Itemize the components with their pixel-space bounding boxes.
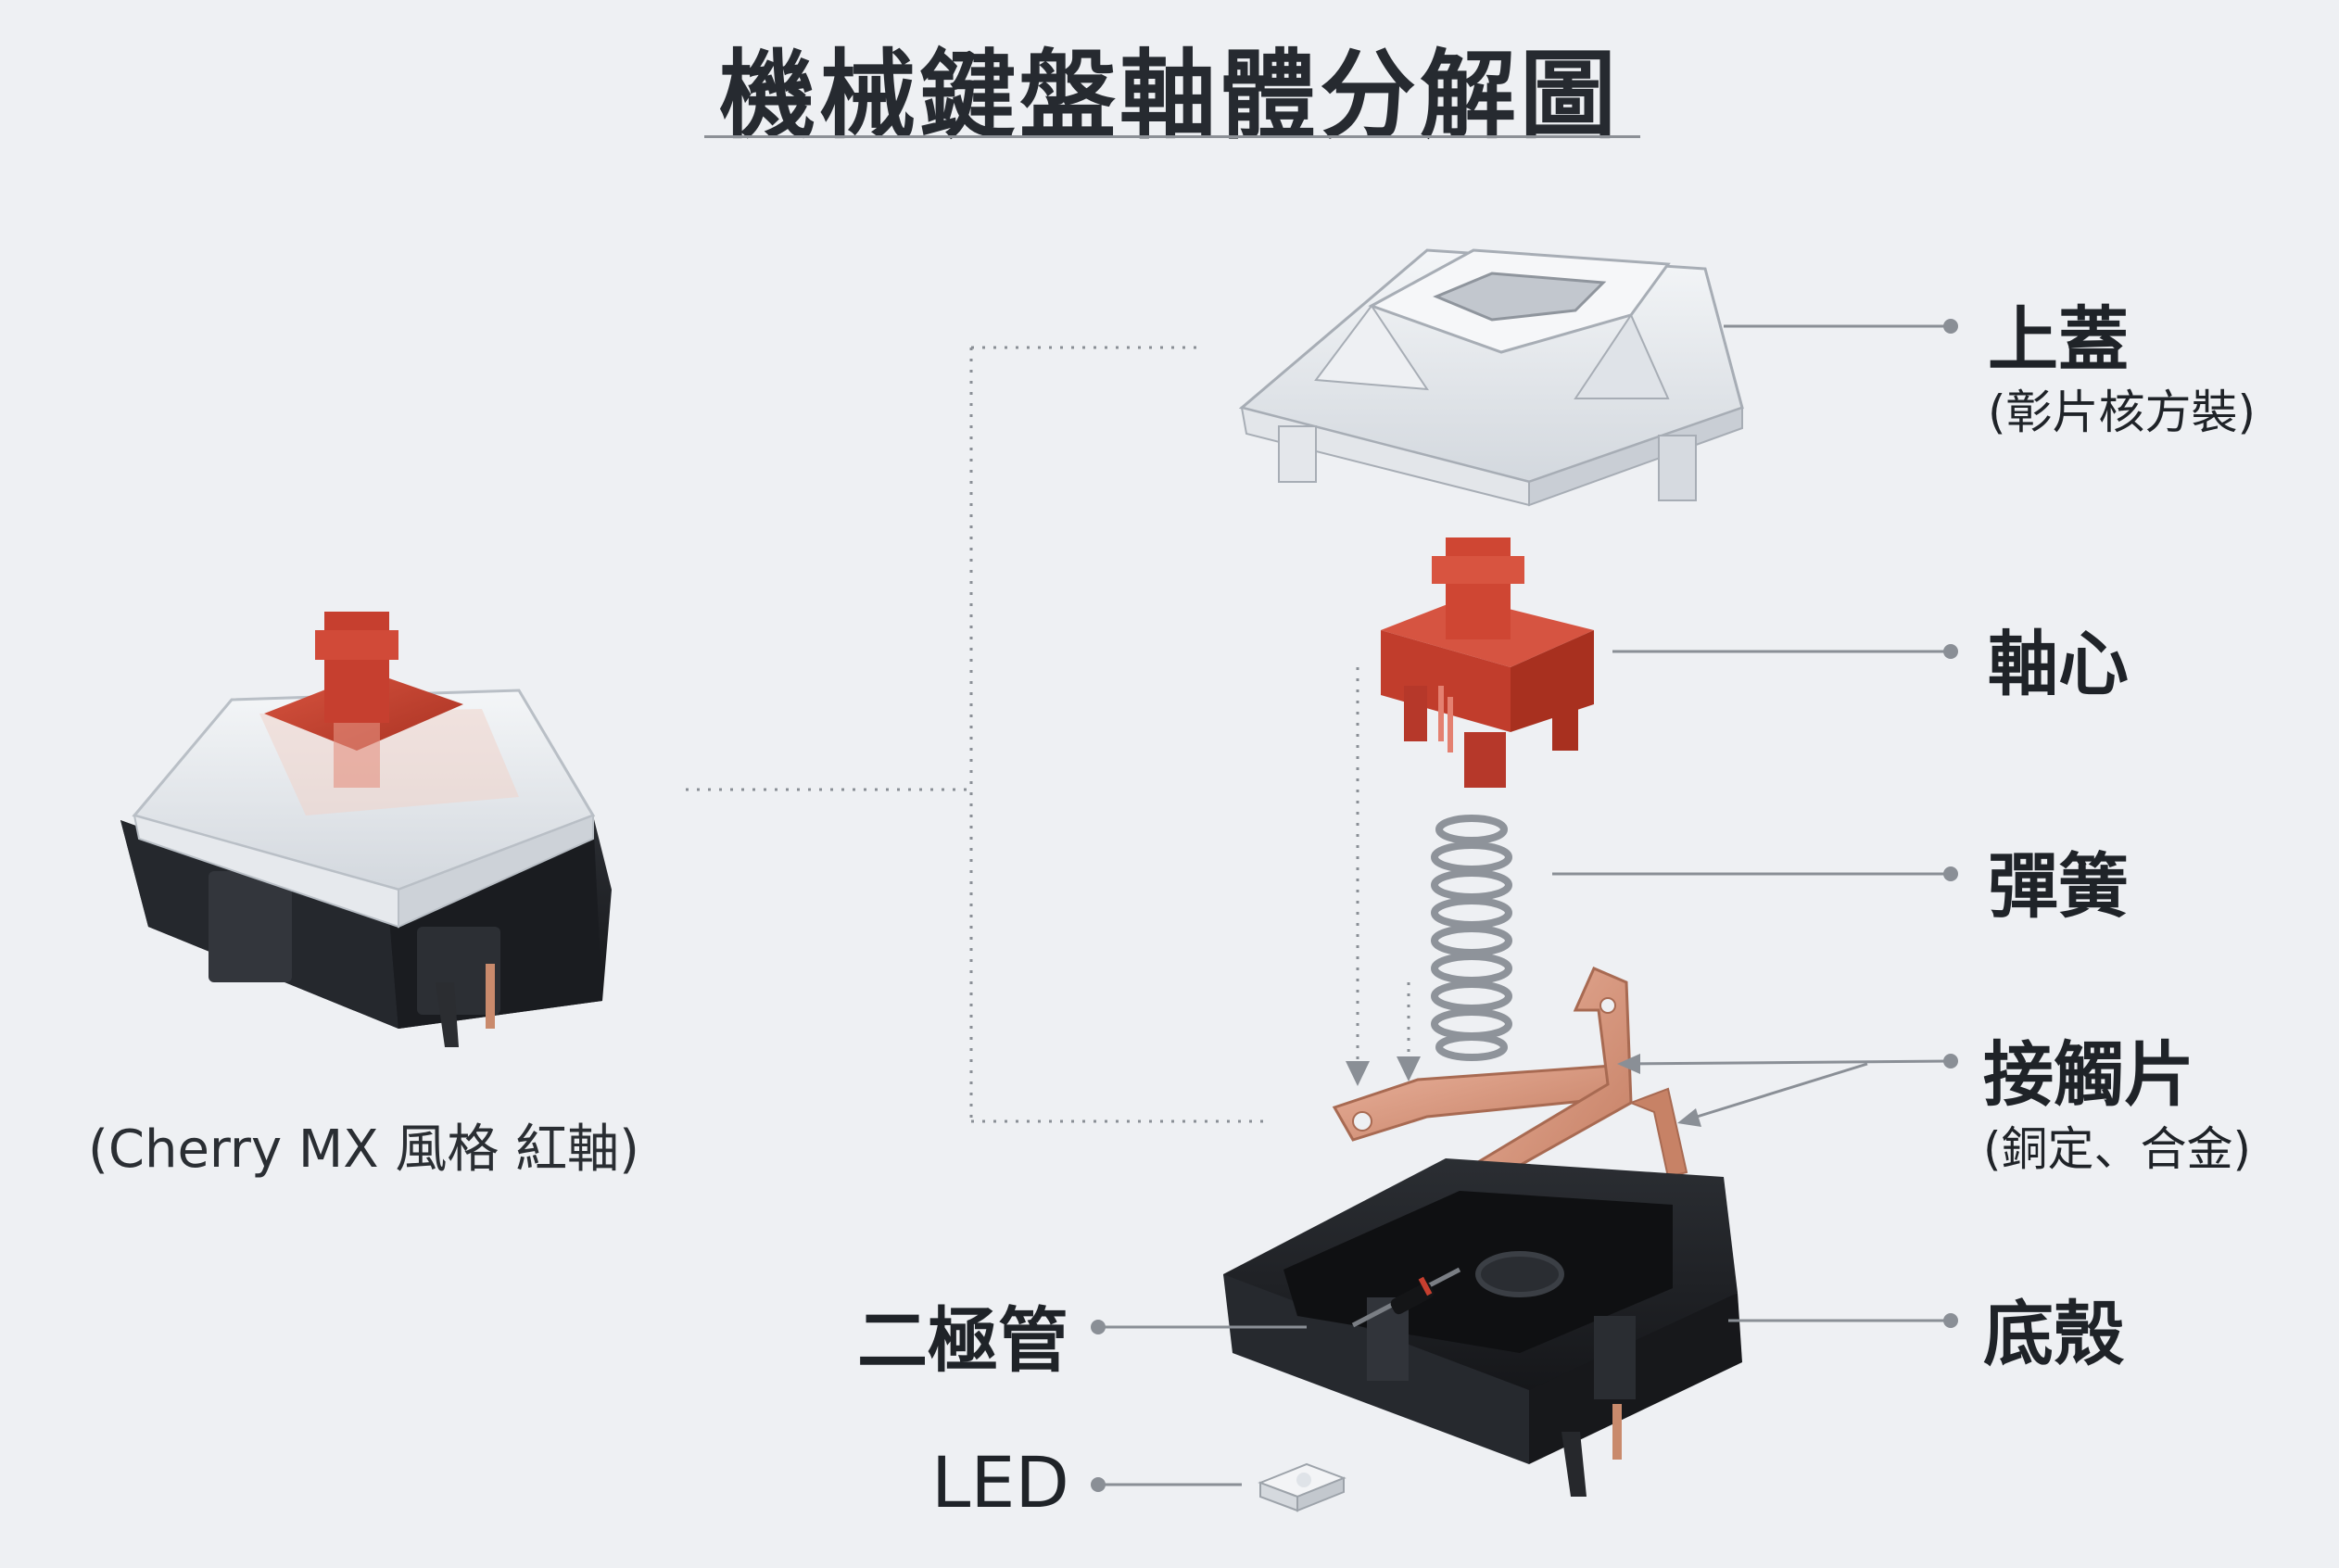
assembled-pin-left: [436, 982, 459, 1047]
label-diode: 二極管: [857, 1299, 1068, 1382]
contact-arrowheads: [1617, 1054, 1701, 1127]
label-bottom-housing: 底殼: [1983, 1293, 2124, 1375]
connector-lines: [686, 346, 1410, 1123]
diode-part: [1351, 1267, 1461, 1328]
stem-part: [1381, 537, 1594, 788]
assembled-caption: (Cherry MX 風格 紅軸): [88, 1119, 640, 1180]
spring-part: [1431, 815, 1512, 1061]
diagram-title: 機械鍵盤軸體分解圖: [718, 39, 1620, 152]
top-housing-part: [1238, 248, 1744, 507]
label-contact: 接觸片: [1983, 1033, 2194, 1116]
led-part: [1258, 1462, 1347, 1512]
assembly-arrows: [1346, 1056, 1421, 1086]
label-led: LED: [931, 1441, 1069, 1524]
assembled-pin-copper: [486, 964, 495, 1029]
label-spring: 彈簧: [1988, 845, 2129, 928]
title-underline: [704, 135, 1640, 138]
label-top-housing: 上蓋: [1988, 298, 2129, 381]
leader-lines: [1091, 319, 1958, 1492]
label-stem: 軸心: [1988, 623, 2129, 705]
note-top-housing: (彰片核方裝): [1988, 386, 2257, 439]
note-contact: (銅定、合金): [1983, 1122, 2252, 1176]
assembled-switch: [120, 612, 612, 1047]
